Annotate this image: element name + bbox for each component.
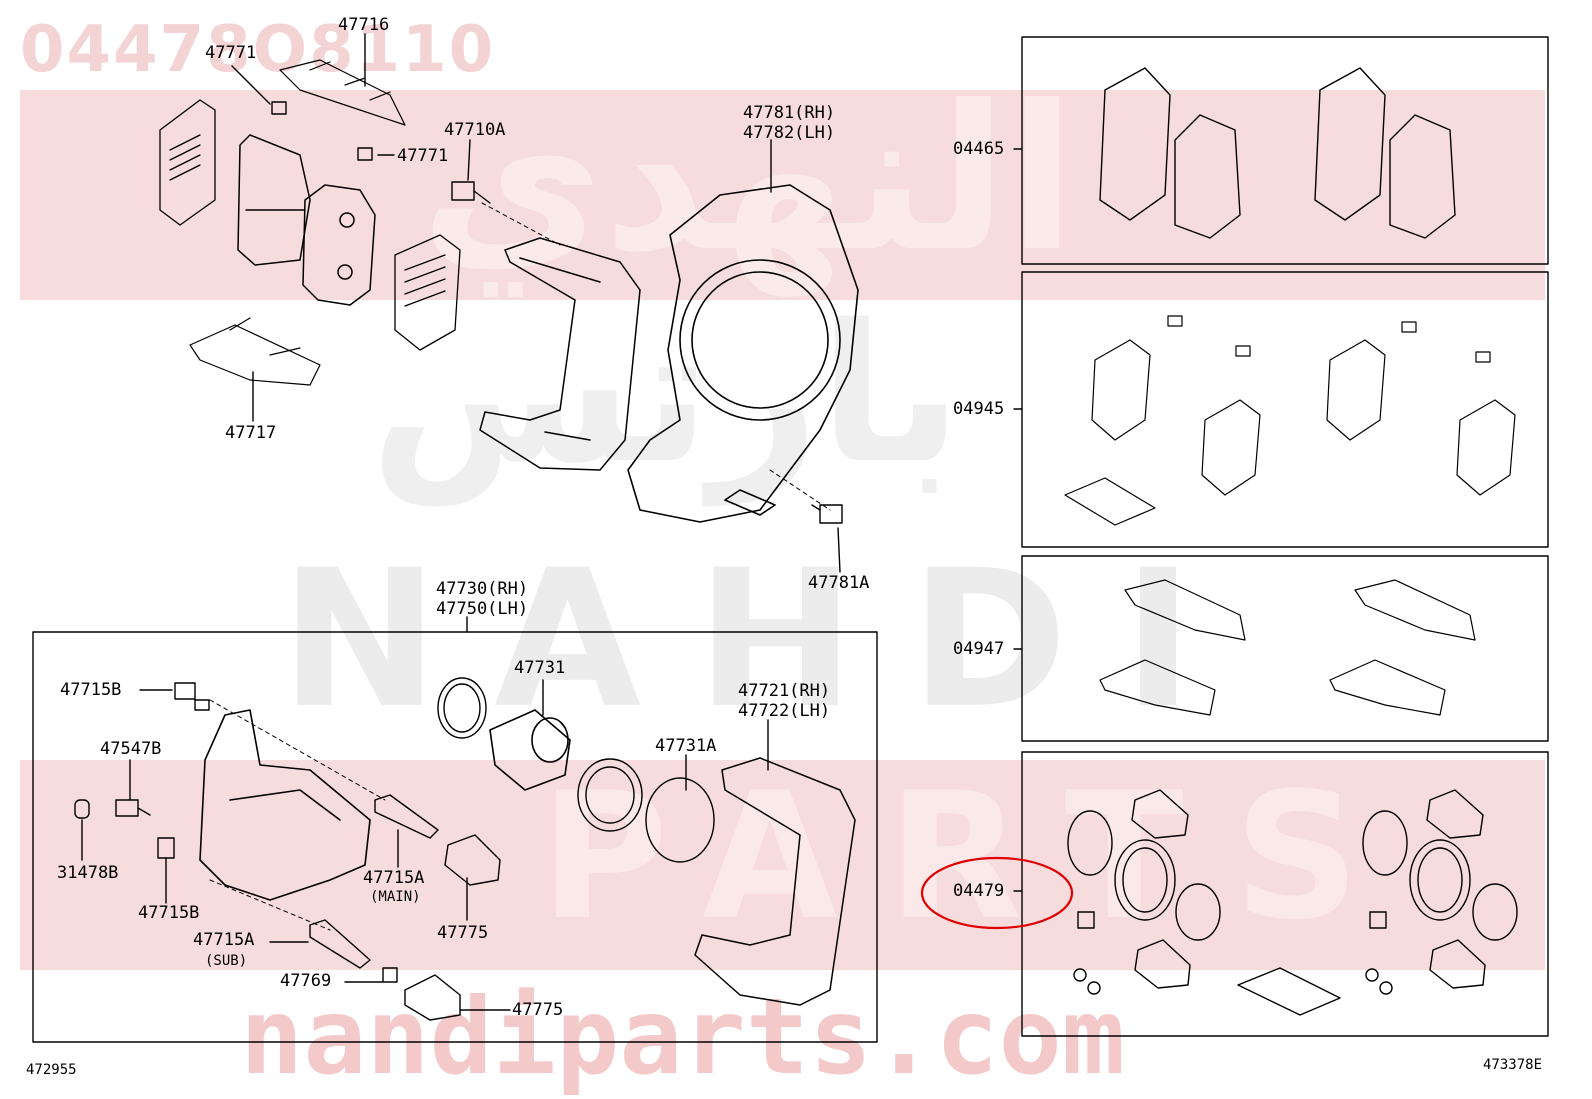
label-47731A[interactable]: 47731A	[655, 736, 717, 756]
caliper-bracket-47721	[694, 757, 856, 1006]
caliper-assembly-box	[32, 631, 878, 1043]
kit-box-04465	[1021, 36, 1549, 265]
leader-47771a	[231, 65, 271, 105]
clip-47771b	[357, 147, 373, 161]
bush-47769	[382, 967, 398, 983]
anti-squeal-shim-right	[394, 234, 461, 351]
cylinder-body	[199, 709, 371, 901]
label-47775-lower[interactable]: 47775	[512, 1000, 564, 1020]
bolt-47781A	[811, 504, 843, 524]
watermark-brand: NAHDI	[280, 529, 1249, 750]
boot-47775-lower	[404, 974, 461, 1021]
label-47750: 47750(LH)	[436, 598, 529, 619]
watermark-band-top	[20, 90, 1545, 300]
label-04945[interactable]: 04945	[953, 399, 1005, 419]
label-47717[interactable]: 47717	[225, 423, 277, 443]
kit-04479-seals	[1067, 789, 1518, 1016]
label-47716[interactable]: 47716	[338, 15, 390, 35]
watermark-site: nandiparts.com	[240, 976, 1126, 1098]
label-47781: 47781(RH)	[743, 103, 836, 123]
label-47721-47722[interactable]: 47721(RH) 47722(LH)	[738, 681, 831, 721]
label-04479[interactable]: 04479	[953, 881, 1005, 901]
anti-squeal-shim-left	[159, 99, 216, 226]
bolt-47710A	[451, 181, 491, 204]
label-47715B-bottom[interactable]: 47715B	[138, 903, 200, 923]
boot-47775-upper	[444, 834, 501, 886]
bleeder-plug-47715B-top	[174, 682, 210, 711]
kit-04945-shims	[1064, 315, 1516, 526]
label-04465[interactable]: 04465	[953, 139, 1005, 159]
seal-ring-47731-outer	[437, 677, 487, 739]
disc-brake-dust-cover	[627, 184, 859, 523]
label-47771-mid[interactable]: 47771	[397, 146, 449, 166]
kit-box-04947	[1021, 555, 1549, 742]
label-47730-47750[interactable]: 47730(RH) 47750(LH)	[436, 579, 529, 619]
label-47781A[interactable]: 47781A	[808, 573, 870, 593]
footer-right-code: 473378E	[1483, 1057, 1543, 1073]
label-47715A-sub[interactable]: 47715A	[193, 930, 255, 950]
piston-seal-47731A	[577, 758, 643, 832]
leader-47781A	[837, 527, 841, 573]
bleeder-plug-47715B-bot	[157, 837, 175, 859]
label-47775-upper[interactable]: 47775	[437, 923, 489, 943]
watermark-arabic-top: النهدي	[420, 63, 1077, 296]
piston-47731	[489, 709, 571, 791]
brake-pad-outer	[302, 184, 376, 306]
watermark-arabic-mid: بارتس	[370, 284, 962, 505]
bleeder-screw-47547B	[115, 799, 151, 817]
label-47710A[interactable]: 47710A	[444, 120, 506, 140]
label-04947[interactable]: 04947	[953, 639, 1005, 659]
watermark-band-bottom	[20, 760, 1545, 970]
pad-support-plate-47716	[279, 59, 406, 126]
brake-pad-inner	[237, 134, 311, 266]
kit-04947-plates	[1099, 579, 1476, 716]
leader-47710A	[467, 139, 471, 181]
label-47769[interactable]: 47769	[280, 971, 332, 991]
label-47781-47782[interactable]: 47781(RH) 47782(LH)	[743, 103, 836, 143]
label-47722: 47722(LH)	[738, 700, 831, 721]
highlight-ellipse-04479	[920, 856, 1074, 930]
label-47715A-main[interactable]: 47715A	[363, 868, 425, 888]
label-47721: 47721(RH)	[738, 681, 831, 701]
kit-box-04945	[1021, 271, 1549, 548]
seal-ring-47731A	[645, 777, 715, 863]
label-31478B[interactable]: 31478B	[57, 863, 119, 883]
pin-47715A-main	[374, 794, 439, 839]
label-47782: 47782(LH)	[743, 122, 836, 143]
label-sub: (SUB)	[205, 953, 248, 969]
label-47731[interactable]: 47731	[514, 658, 566, 678]
footer-left-code: 472955	[26, 1062, 77, 1078]
label-main: (MAIN)	[370, 889, 421, 905]
pin-47715A-sub	[309, 919, 371, 969]
cap-31478B	[74, 799, 90, 819]
caliper-mounting-bracket	[479, 237, 641, 471]
clip-47771a	[271, 101, 287, 115]
label-47715B-top[interactable]: 47715B	[60, 680, 122, 700]
kit-box-04479	[1021, 751, 1549, 1037]
label-47730: 47730(RH)	[436, 579, 529, 599]
label-47547B[interactable]: 47547B	[100, 739, 162, 759]
label-47771-top[interactable]: 47771	[205, 43, 257, 63]
pad-support-plate-47717	[189, 317, 321, 386]
watermark-parts: PARTS	[540, 756, 1410, 959]
kit-04465-pads	[1099, 67, 1456, 239]
watermark-part-number: 04478O8110	[20, 13, 496, 87]
